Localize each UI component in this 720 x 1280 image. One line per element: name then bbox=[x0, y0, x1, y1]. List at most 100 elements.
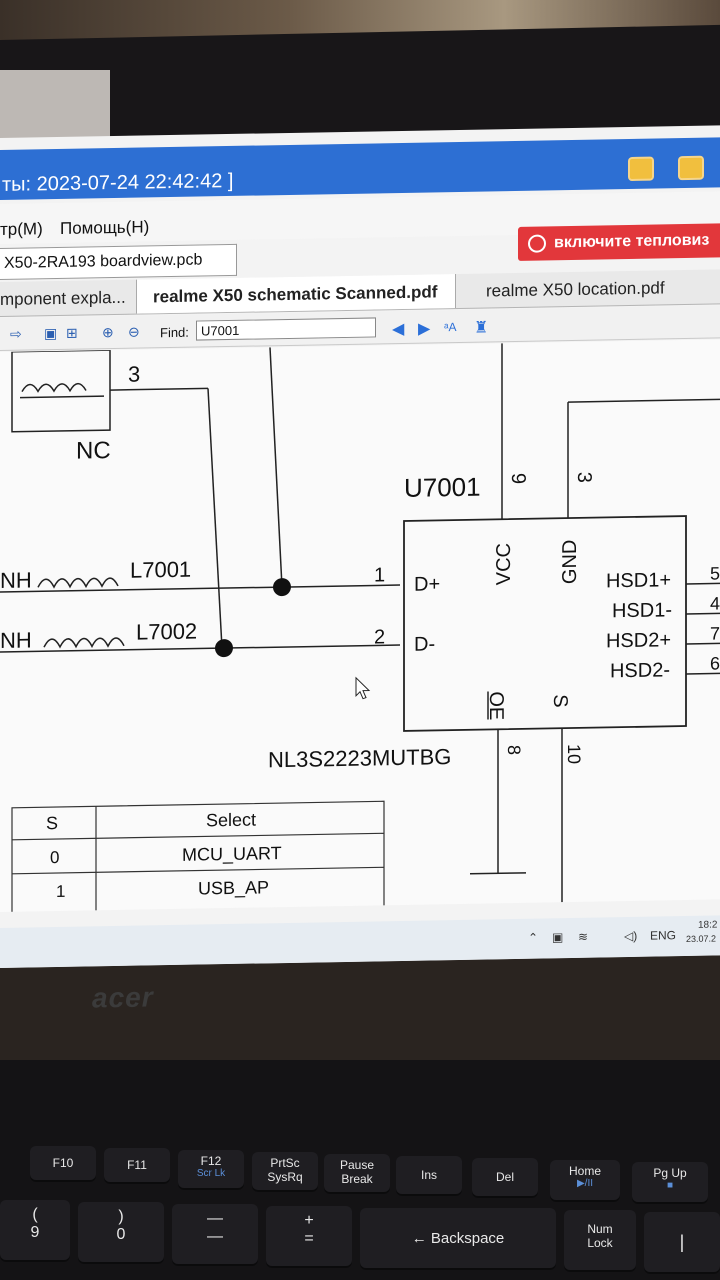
key-pause[interactable]: Pause Break bbox=[324, 1154, 390, 1194]
file-path-field[interactable]: X50-2RA193 boardview.pcb bbox=[0, 243, 237, 280]
pin-10-number: 10 bbox=[564, 744, 584, 764]
chip-part-number: NL3S2223MUTBG bbox=[268, 744, 451, 772]
language-indicator[interactable]: ENG bbox=[650, 928, 677, 943]
wire bbox=[207, 388, 223, 649]
key-label: Home bbox=[568, 1164, 601, 1178]
select-table bbox=[11, 800, 385, 912]
schematic-view[interactable]: 3 NC U7001 9 3 NH L7001 NH L7002 1 bbox=[0, 339, 720, 912]
key-f10[interactable]: F10 bbox=[30, 1146, 96, 1182]
volume-icon[interactable]: ◁) bbox=[624, 928, 638, 944]
schematic-drawing: 3 NC U7001 9 3 NH L7001 NH L7002 1 bbox=[0, 343, 720, 912]
inductor2-net: NH bbox=[0, 627, 32, 653]
inductor2-ref: L7002 bbox=[136, 619, 197, 645]
inductor1-ref: L7001 bbox=[130, 557, 191, 583]
key-del[interactable]: Del bbox=[472, 1158, 538, 1198]
key-9[interactable]: ( 9 bbox=[0, 1200, 70, 1262]
nc-coil bbox=[21, 382, 87, 393]
fit-page-icon[interactable]: ⊞ bbox=[66, 324, 78, 341]
menu-item-view[interactable]: тр(M) bbox=[0, 219, 43, 239]
key-backspace[interactable]: ← Backspace bbox=[360, 1208, 556, 1270]
key-sublabel: Scr Lk bbox=[196, 1168, 226, 1179]
table-divider bbox=[12, 832, 384, 841]
key-pgup[interactable]: Pg Up ■ bbox=[632, 1162, 708, 1204]
forward-icon[interactable]: ⇨ bbox=[10, 325, 22, 342]
pin-hsd1p-name: HSD1+ bbox=[606, 569, 671, 592]
mouse-cursor-icon bbox=[355, 676, 371, 700]
key-home[interactable]: Home ▶/II bbox=[550, 1160, 620, 1202]
key-sublabel: — bbox=[207, 1228, 223, 1245]
pin-dplus-name: D+ bbox=[414, 573, 440, 595]
pin-wire bbox=[686, 672, 720, 675]
tab-label: mponent expla... bbox=[0, 287, 126, 309]
key-label: + bbox=[304, 1212, 314, 1229]
wire bbox=[110, 387, 208, 391]
key-minus[interactable]: — — bbox=[172, 1204, 258, 1266]
clock-date[interactable]: 23.07.2 bbox=[686, 933, 717, 945]
nc-core-line bbox=[20, 395, 104, 399]
key-label: Num bbox=[587, 1222, 613, 1236]
key-numlock[interactable]: Num Lock bbox=[564, 1210, 636, 1272]
tab-location[interactable]: realme X50 location.pdf bbox=[458, 270, 708, 308]
inductor-l7001 bbox=[37, 577, 119, 589]
tab-schematic[interactable]: realme X50 schematic Scanned.pdf bbox=[136, 274, 456, 314]
key-0[interactable]: ) 0 bbox=[78, 1202, 164, 1264]
pin-wire bbox=[686, 582, 720, 585]
key-ins[interactable]: Ins bbox=[396, 1156, 462, 1196]
pin-9-number: 9 bbox=[507, 473, 529, 485]
tray-chevron-icon[interactable]: ⌃ bbox=[528, 930, 539, 945]
key-prtsc[interactable]: PrtSc SysRq bbox=[252, 1152, 318, 1192]
key-equals[interactable]: + = bbox=[266, 1206, 352, 1268]
junction-dot bbox=[273, 578, 291, 597]
pin-4-number: 4 bbox=[710, 593, 720, 613]
wifi-icon[interactable]: ≋ bbox=[578, 929, 589, 944]
zoom-in-icon[interactable]: ⊕ bbox=[102, 324, 114, 341]
key-sublabel: = bbox=[304, 1230, 314, 1247]
bezel-sticker bbox=[0, 70, 110, 140]
clipboard-icon[interactable] bbox=[678, 155, 704, 181]
match-case-icon[interactable]: ᵃA bbox=[444, 320, 457, 335]
key-f11[interactable]: F11 bbox=[104, 1148, 170, 1184]
network-icon[interactable]: ▣ bbox=[552, 930, 564, 945]
pin-7-number: 7 bbox=[710, 623, 720, 643]
thermal-warning-button[interactable]: включите тепловиз bbox=[518, 223, 720, 261]
key-label: Pg Up bbox=[653, 1166, 687, 1180]
lock-icon[interactable] bbox=[628, 156, 654, 182]
key-label: ( bbox=[32, 1206, 38, 1223]
taskbar: ⌃ ▣ ≋ ◁) ENG 18:2 23.07.2 bbox=[0, 915, 720, 968]
key-label: Ins bbox=[420, 1168, 437, 1182]
save-icon[interactable]: ▣ bbox=[44, 325, 58, 342]
key-label: Pause bbox=[339, 1158, 375, 1172]
key-sublabel: 0 bbox=[116, 1226, 126, 1243]
key-f12[interactable]: F12 Scr Lk bbox=[178, 1150, 244, 1190]
key-label: F11 bbox=[127, 1158, 147, 1172]
binoculars-icon[interactable]: ♜ bbox=[474, 319, 489, 337]
clock-time[interactable]: 18:2 bbox=[698, 919, 718, 931]
key-label: — bbox=[207, 1210, 223, 1227]
pin-3-number: 3 bbox=[573, 472, 595, 484]
file-path-text: X50-2RA193 boardview.pcb bbox=[4, 251, 203, 272]
key-label: | bbox=[679, 1232, 685, 1252]
key-label: ← Backspace bbox=[411, 1230, 505, 1247]
table-cell: USB_AP bbox=[198, 877, 269, 899]
key-divide[interactable]: | bbox=[644, 1212, 720, 1274]
wire bbox=[269, 347, 283, 588]
find-input[interactable]: U7001 bbox=[196, 317, 376, 341]
key-label: PrtSc bbox=[270, 1156, 300, 1170]
menu-item-help[interactable]: Помощь(H) bbox=[60, 217, 150, 238]
zoom-out-icon[interactable]: ⊖ bbox=[128, 323, 140, 340]
pin-gnd-name: GND bbox=[559, 539, 581, 584]
key-label: Del bbox=[495, 1170, 514, 1184]
table-header-select: Select bbox=[206, 810, 256, 831]
key-sublabel: Break bbox=[341, 1172, 373, 1186]
pin-8-number: 8 bbox=[504, 745, 524, 755]
find-next-icon[interactable]: ▶ bbox=[418, 320, 431, 338]
tab-component-explain[interactable]: mponent expla... bbox=[0, 280, 134, 316]
pin-5-number: 5 bbox=[710, 563, 720, 583]
find-previous-icon[interactable]: ◀ bbox=[392, 320, 405, 339]
ground-symbol bbox=[470, 872, 526, 875]
tab-label: realme X50 schematic Scanned.pdf bbox=[153, 282, 438, 307]
pin-wire bbox=[686, 612, 720, 615]
chip-reference: U7001 bbox=[404, 472, 481, 503]
keyboard: F10 F11 F12 Scr Lk PrtSc SysRq Pause Bre… bbox=[0, 1060, 720, 1280]
junction-dot bbox=[215, 639, 233, 658]
